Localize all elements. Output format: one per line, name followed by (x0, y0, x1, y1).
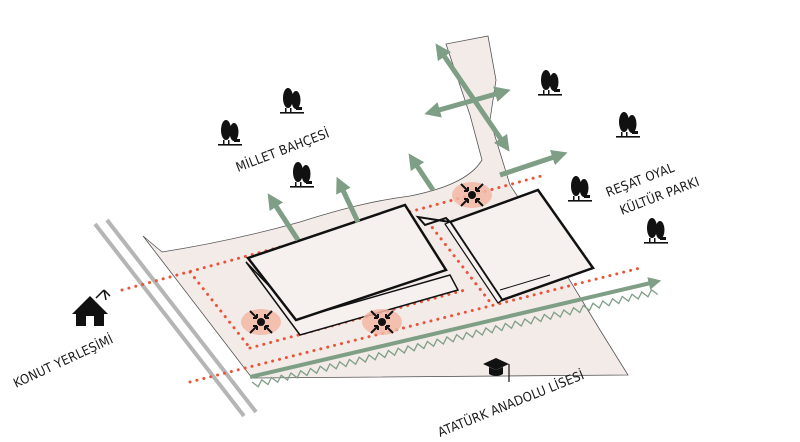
graduation-cap-icon (483, 358, 510, 382)
tree-icon (280, 88, 304, 114)
label-ataturk-anadolu-lisesi: ATATÜRK ANADOLU LİSESİ (435, 366, 586, 440)
tree-icon (218, 120, 242, 146)
road-lines (93, 218, 258, 418)
tree-icon (290, 162, 314, 188)
convergence-hotspot-icon (361, 308, 403, 336)
movement-arrows (267, 43, 568, 242)
tree-icon (644, 218, 668, 244)
building-a (245, 203, 460, 336)
tree-icon (538, 70, 562, 96)
tree-icon (616, 112, 640, 138)
house-icon (72, 289, 111, 326)
building-b (415, 188, 595, 304)
tree-icon (568, 176, 592, 202)
label-konut-yerlesimi: KONUT YERLEŞİMİ (11, 331, 116, 391)
convergence-hotspot-icon (240, 308, 282, 336)
label-millet-bahcesi: MİLLET BAHÇESİ (234, 125, 332, 175)
fence-zigzag (251, 288, 659, 388)
boundary-arrow (249, 277, 662, 379)
convergence-hotspot-icon (451, 181, 493, 209)
